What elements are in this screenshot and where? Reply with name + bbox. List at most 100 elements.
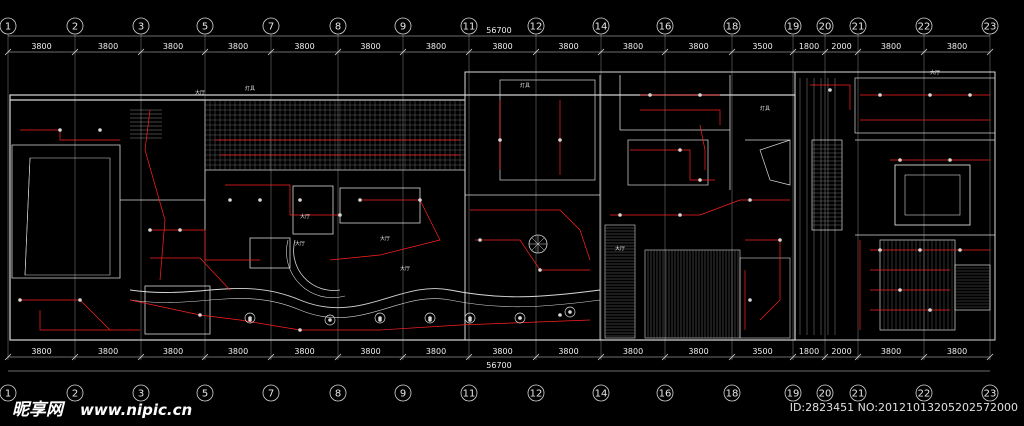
light-fixture <box>78 298 82 302</box>
grid-bubble <box>132 17 150 35</box>
downlight-center <box>468 316 472 320</box>
dimension-top-segment: 3800 <box>558 42 578 51</box>
downlight-center <box>378 316 382 320</box>
lighting-circuits <box>18 84 990 332</box>
downlight-center <box>568 310 572 314</box>
circuit-wire <box>20 299 111 331</box>
grid-label-bottom: 5 <box>202 389 208 400</box>
dimension-tick <box>920 48 928 56</box>
grid-label-bottom: 2 <box>72 389 78 400</box>
circuit-wire <box>150 257 231 291</box>
dimension-top-segment: 3800 <box>31 42 51 51</box>
room-outline <box>954 264 991 311</box>
circuit-wire <box>810 84 851 110</box>
dimension-bottom-segment: 3800 <box>294 347 314 356</box>
light-fixture <box>558 138 562 142</box>
light-fixture <box>678 148 682 152</box>
light-fixture <box>878 248 882 252</box>
light-fixture <box>478 238 482 242</box>
chandelier-spoke <box>531 243 539 251</box>
room-outline <box>879 239 956 331</box>
wave-ceiling-edge <box>129 298 601 318</box>
room-label: 大厅 <box>300 213 310 220</box>
dimension-tick <box>728 48 736 56</box>
grid-bubble <box>527 384 545 402</box>
room-labels: 大厅灯具灯具大厅大厅大厅大厅大厅灯具大厅 <box>195 69 940 272</box>
room-label: 大厅 <box>195 89 205 96</box>
stair-block <box>11 144 121 279</box>
chandelier-spoke <box>537 237 545 245</box>
light-fixture <box>968 93 972 97</box>
dimension-tick <box>334 48 342 56</box>
grid-bubble <box>0 384 17 402</box>
light-fixture <box>298 198 302 202</box>
grid-bubble <box>656 17 674 35</box>
grid-bubble <box>262 384 280 402</box>
grid-label-top: 11 <box>463 22 476 33</box>
grid-bubble <box>723 384 741 402</box>
grid-bubble <box>981 384 999 402</box>
floor-plan <box>9 71 996 341</box>
grid-bubble <box>592 384 610 402</box>
light-fixture <box>748 298 752 302</box>
room-outline <box>894 164 971 226</box>
light-fixture <box>148 228 152 232</box>
dimension-tick <box>267 48 275 56</box>
grid-label-bottom: 8 <box>335 389 341 400</box>
grid-bubble <box>816 17 834 35</box>
circuit-wire <box>630 149 715 181</box>
dimension-bottom-segment: 3800 <box>98 347 118 356</box>
dimension-tick <box>4 48 12 56</box>
light-fixture <box>678 213 682 217</box>
grid-label-bottom: 23 <box>984 389 997 400</box>
downlight-center <box>428 316 432 320</box>
dimension-tick <box>821 48 829 56</box>
dimension-bottom-segment: 3800 <box>31 347 51 356</box>
grid-axes: 1122335577889911111212141416161818191920… <box>0 17 999 402</box>
room-label: 灯具 <box>760 105 770 112</box>
wave-ceiling-edge <box>129 288 601 309</box>
grid-label-top: 8 <box>335 22 341 33</box>
curved-wall <box>293 239 341 291</box>
room-label: 灯具 <box>245 85 255 92</box>
light-fixture <box>958 248 962 252</box>
grid-label-top: 20 <box>819 22 832 33</box>
light-fixture <box>538 268 542 272</box>
dimension-bottom-segment: 3800 <box>881 347 901 356</box>
dimension-tick <box>986 353 994 361</box>
grid-bubble <box>981 17 999 35</box>
dimension-tick <box>465 48 473 56</box>
grid-bubble <box>849 17 867 35</box>
grid-label-top: 12 <box>530 22 543 33</box>
dimension-top-segment: 3800 <box>163 42 183 51</box>
light-fixture <box>178 228 182 232</box>
light-fixture <box>18 298 22 302</box>
room-outline <box>854 77 996 134</box>
room-outline <box>144 285 211 335</box>
dimension-top-segment: 3800 <box>623 42 643 51</box>
dimension-tick <box>597 48 605 56</box>
dimension-tick <box>597 353 605 361</box>
curved-wall <box>286 239 346 298</box>
light-fixture <box>618 213 622 217</box>
dimension-top-segment: 3800 <box>294 42 314 51</box>
dimension-total: 56700 <box>486 26 511 35</box>
dimension-tick <box>789 48 797 56</box>
dimension-top-segment: 3800 <box>228 42 248 51</box>
dimension-tick <box>854 353 862 361</box>
dimension-bottom-segment: 3800 <box>623 347 643 356</box>
grid-label-bottom: 19 <box>787 389 800 400</box>
hatched-zone <box>604 224 636 339</box>
watermark-logo: 昵享网 <box>12 400 66 420</box>
dimension-tick <box>854 48 862 56</box>
light-fixture <box>878 93 882 97</box>
room-label: 大厅 <box>615 245 625 252</box>
dimension-tick <box>661 48 669 56</box>
dimension-tick <box>334 353 342 361</box>
circuit-wire <box>329 199 441 261</box>
dimension-tick <box>465 353 473 361</box>
chandelier-spoke <box>531 237 539 245</box>
light-fixture <box>898 288 902 292</box>
grid-label-top: 2 <box>72 22 78 33</box>
